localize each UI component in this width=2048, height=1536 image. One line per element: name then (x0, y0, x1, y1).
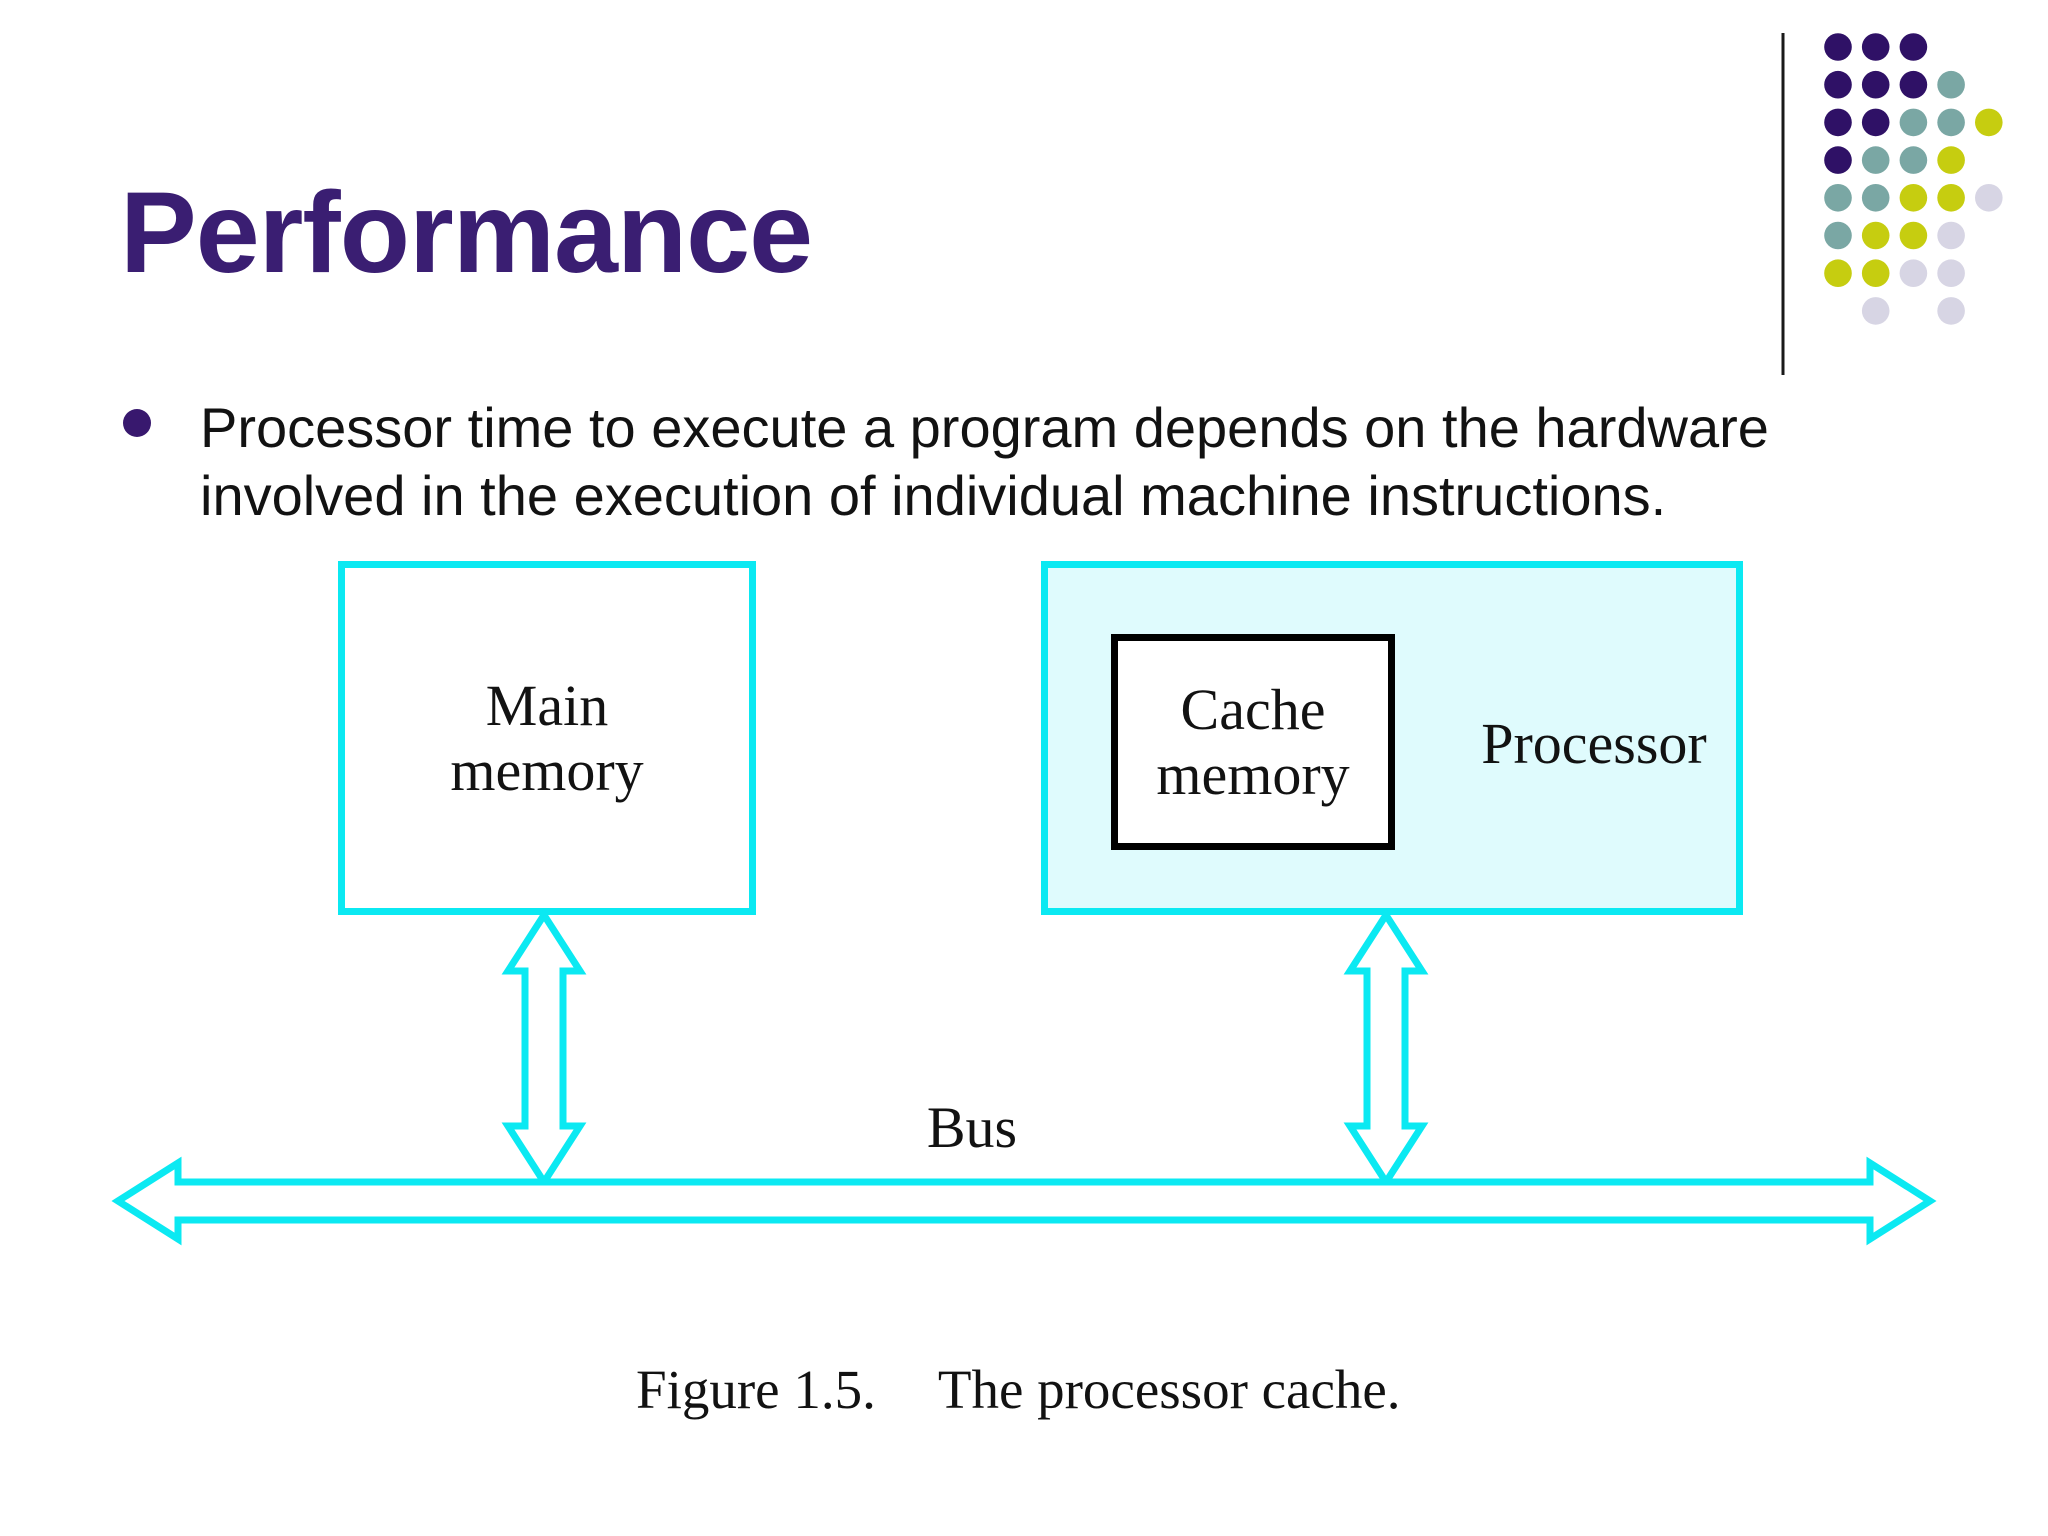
processor-label: Processor (1481, 711, 1707, 776)
cache-memory-label-line2: memory (1156, 742, 1350, 807)
decor-dot (1899, 108, 1928, 137)
decor-dot (1824, 146, 1852, 174)
page-title: Performance (120, 169, 813, 297)
decor-dot (1824, 221, 1852, 250)
decor-dot (1937, 184, 1965, 212)
decor-dot (1937, 221, 1965, 250)
figure-title: The processor cache. (937, 1359, 1401, 1420)
decor-dot (1861, 259, 1890, 288)
decor-dot (1937, 259, 1965, 288)
decor-dot (1937, 70, 1965, 99)
figure-number: Figure 1.5. (636, 1359, 876, 1420)
decor-dot (1899, 70, 1928, 99)
decor-dot (1824, 108, 1852, 137)
decor-dot (1975, 108, 2003, 137)
decor-dot (1937, 108, 1965, 137)
figure-caption: Figure 1.5. The processor cache. (636, 1358, 1401, 1421)
main-memory-label-line1: Main (485, 673, 609, 738)
dots-grid (1824, 33, 2003, 325)
decor-dot (1824, 33, 1852, 61)
cache-memory-label-line1: Cache (1180, 677, 1326, 742)
corner-dots-decoration (1781, 33, 2003, 375)
bus-arrow-icon (111, 1156, 1937, 1246)
decor-dot (1861, 297, 1890, 325)
decor-dot (1937, 146, 1965, 174)
main-memory-label-line2: memory (450, 738, 644, 803)
processor-bus-arrow-icon (1343, 908, 1429, 1189)
decor-dot (1899, 259, 1928, 288)
decor-dot (1899, 33, 1928, 61)
decor-dot (1861, 108, 1890, 137)
decor-dot (1824, 259, 1852, 288)
decor-dot (1861, 70, 1890, 99)
decor-dot (1899, 146, 1928, 174)
bullet-icon (123, 409, 151, 437)
bus-label: Bus (926, 1095, 1018, 1160)
decor-dot (1937, 297, 1965, 325)
decor-dot (1975, 184, 2003, 212)
bullet-text-line2: involved in the execution of individual … (200, 464, 1667, 527)
bullet-text: Processor time to execute a program depe… (200, 394, 2000, 530)
decor-dot (1824, 184, 1852, 212)
bullet-text-line1: Processor time to execute a program depe… (200, 396, 1769, 459)
main-memory-bus-arrow-icon (501, 908, 587, 1189)
decor-dot (1861, 221, 1890, 250)
decor-dot (1899, 221, 1928, 250)
decor-dot (1861, 146, 1890, 174)
decor-dot (1861, 184, 1890, 212)
decor-dot (1824, 70, 1852, 99)
decor-dot (1899, 184, 1928, 212)
decor-dot (1861, 33, 1890, 61)
